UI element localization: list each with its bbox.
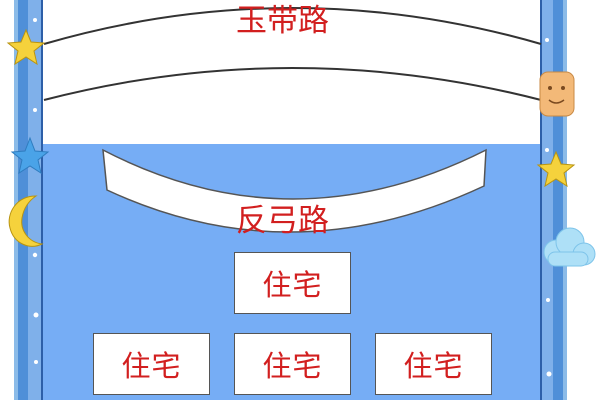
house-label: 住宅 bbox=[262, 268, 323, 302]
star-icon bbox=[6, 28, 46, 66]
house-label: 住宅 bbox=[121, 349, 182, 383]
bottom-road-label: 反弓路 bbox=[236, 203, 329, 239]
panel-left-edge bbox=[41, 0, 43, 400]
star-icon bbox=[10, 136, 50, 175]
house-block: 住宅 bbox=[93, 333, 210, 395]
left-frame-outer bbox=[14, 0, 18, 400]
star-icon bbox=[536, 150, 576, 188]
house-block: 住宅 bbox=[375, 333, 492, 395]
cloud-icon bbox=[543, 227, 596, 267]
top-road-inner-edge bbox=[43, 67, 542, 101]
left-frame-inner bbox=[28, 0, 42, 400]
panel-right-edge bbox=[540, 0, 542, 400]
house-label: 住宅 bbox=[403, 349, 464, 383]
right-frame-outer bbox=[563, 0, 567, 400]
moon-icon bbox=[8, 195, 44, 247]
house-label: 住宅 bbox=[262, 349, 323, 383]
house-block: 住宅 bbox=[234, 333, 351, 395]
emoji-face-icon bbox=[539, 71, 575, 117]
frame-sparkles bbox=[32, 18, 552, 377]
top-road-label: 玉带路 bbox=[236, 3, 329, 39]
top-road-outer-edge bbox=[43, 7, 542, 45]
bottom-road-band bbox=[102, 148, 487, 233]
house-block: 住宅 bbox=[234, 252, 351, 314]
right-frame-stripe bbox=[553, 0, 563, 400]
